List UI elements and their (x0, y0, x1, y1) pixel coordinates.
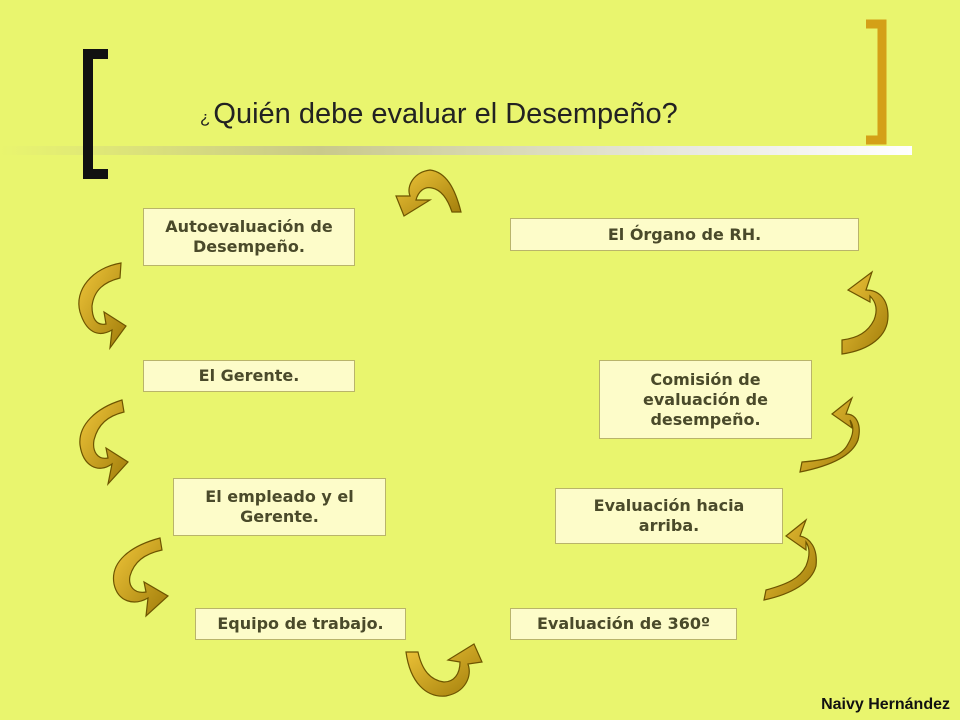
curved-arrow-left-1 (78, 262, 127, 351)
title-underline (0, 146, 912, 155)
curved-arrow-left-3 (112, 537, 170, 618)
right-bracket (866, 19, 887, 145)
title-prefix: ¿ (200, 108, 211, 127)
box-comision: Comisión de evaluación de desempeño. (599, 360, 812, 439)
box-evaluacion-360: Evaluación de 360º (510, 608, 737, 640)
box-organo-rh: El Órgano de RH. (510, 218, 859, 251)
curved-arrow-right-2 (799, 396, 860, 473)
box-empleado-gerente: El empleado y el Gerente. (173, 478, 386, 536)
curved-arrow-bottom (405, 643, 483, 697)
author-credit: Naivy Hernández (821, 696, 950, 713)
curved-arrow-right-1 (763, 518, 817, 601)
box-autoevaluacion: Autoevaluación de Desempeño. (143, 208, 355, 266)
curved-arrow-top (395, 169, 462, 217)
curved-arrow-right-3 (841, 270, 889, 355)
page-title: ¿Quién debe evaluar el Desempeño? (200, 98, 678, 131)
box-equipo: Equipo de trabajo. (195, 608, 406, 640)
left-bracket (83, 49, 108, 179)
title-text: Quién debe evaluar el Desempeño? (213, 98, 678, 130)
box-hacia-arriba: Evaluación hacia arriba. (555, 488, 783, 544)
curved-arrow-left-2 (79, 399, 129, 487)
box-gerente: El Gerente. (143, 360, 355, 392)
